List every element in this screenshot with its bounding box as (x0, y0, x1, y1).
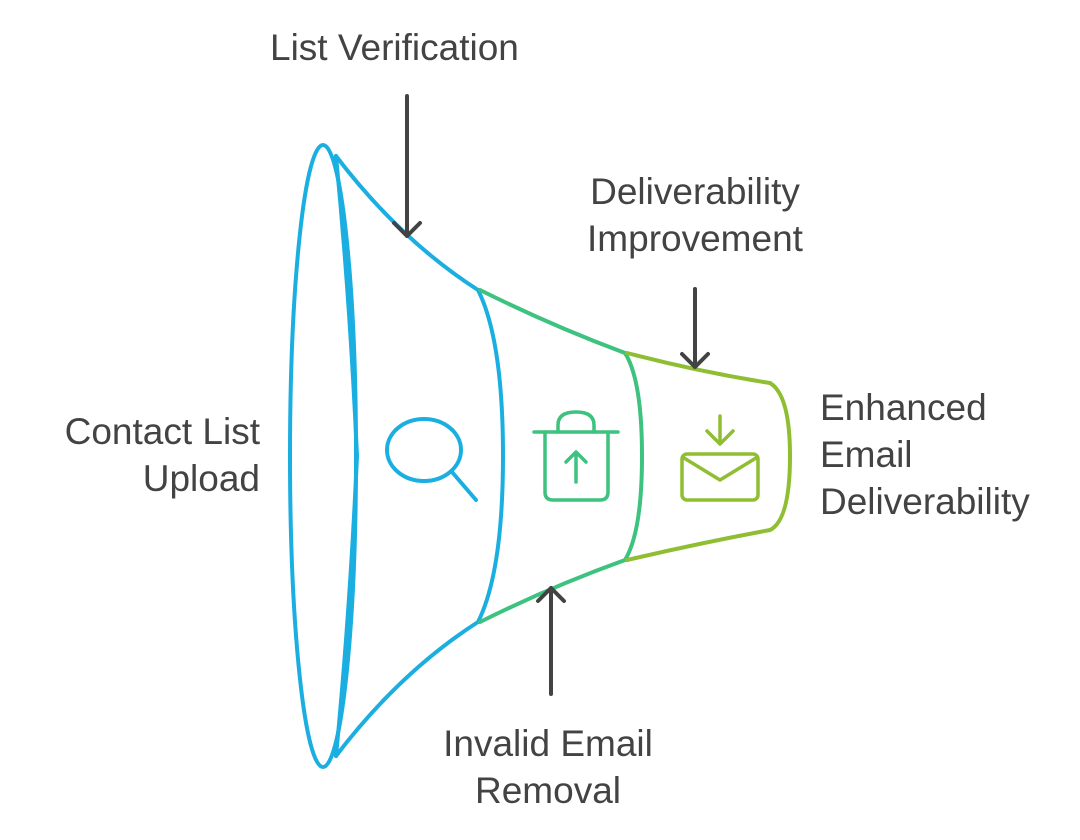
label-list-verification: List Verification (270, 27, 519, 68)
label-line: Contact List (64, 411, 260, 452)
mail-download-icon (680, 414, 760, 502)
arrow-invalid-email-removal (536, 586, 566, 696)
label-enhanced-email-deliverability: Enhanced Email Deliverability (820, 384, 1030, 525)
label-invalid-email-removal: Invalid Email Removal (420, 720, 676, 814)
label-line: Deliverability (820, 481, 1030, 522)
funnel-segment-improvement (625, 351, 792, 562)
label-line: Upload (142, 458, 260, 499)
funnel-mouth (288, 143, 358, 769)
label-line: Improvement (587, 218, 803, 259)
label-line: Deliverability (590, 171, 800, 212)
label-line: Invalid Email (443, 723, 653, 764)
label-deliverability-improvement: Deliverability Improvement (560, 168, 830, 262)
arrow-deliverability-improvement (680, 287, 710, 369)
label-contact-list-upload: Contact List Upload (46, 408, 260, 502)
search-icon (385, 417, 478, 502)
label-line: Removal (475, 770, 621, 811)
funnel-segment-verification (288, 143, 505, 769)
label-line: Enhanced (820, 387, 987, 428)
shopping-bag-upload-icon (532, 410, 620, 502)
arrow-list-verification (392, 94, 422, 238)
label-line: Email (820, 434, 913, 475)
